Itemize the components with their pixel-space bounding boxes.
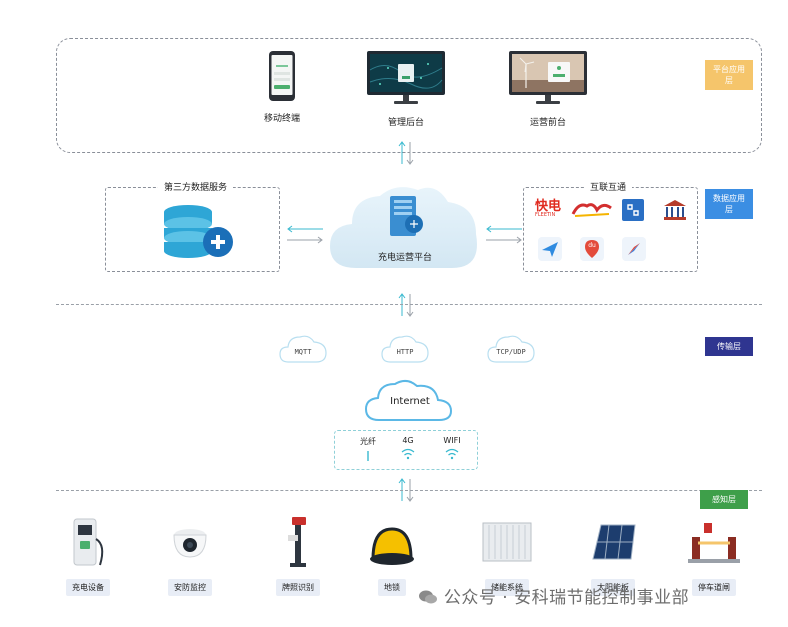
device-label: 管理后台 <box>387 118 424 128</box>
mobile-phone-icon <box>269 51 295 101</box>
third-party-title: 第三方数据服务 <box>158 180 234 193</box>
sensor-label: 安防监控 <box>168 579 212 596</box>
interop-title: 互联互通 <box>584 180 633 193</box>
link-fiber: 光纤 <box>352 436 384 465</box>
sensor-solar: 太阳能板 <box>578 515 648 596</box>
device-operation: 运营前台 <box>498 50 598 128</box>
barrier-gate-icon <box>688 523 740 563</box>
device-management: 管理后台 <box>356 50 456 128</box>
link-label: WIFI <box>443 436 461 445</box>
link-4g: 4G <box>392 436 424 462</box>
up-down-arrows-icon <box>398 293 414 317</box>
sensor-barrier: 停车道闸 <box>672 515 756 596</box>
platform-cloud <box>330 187 477 268</box>
license-plate-gate-icon <box>288 517 306 567</box>
government-building-icon <box>664 200 686 220</box>
platform-app-layer-box <box>56 38 762 153</box>
parking-lock-icon <box>370 527 414 565</box>
device-label: 移动终端 <box>263 114 300 124</box>
sensor-label: 停车道闸 <box>692 579 736 596</box>
sensor-storage: 储能系统 <box>472 515 542 596</box>
sensor-parking-lock: 地锁 <box>362 515 422 596</box>
compass-map-icon <box>622 237 646 261</box>
http-cloud-icon <box>381 335 429 363</box>
wifi-signal-icon <box>445 448 459 460</box>
paper-plane-map-icon <box>538 237 562 261</box>
mqtt-cloud-icon <box>279 335 327 363</box>
sensor-label: 地锁 <box>378 579 406 596</box>
solar-panel-icon <box>592 524 636 560</box>
transport-layer-tag: 传输层 <box>705 337 753 356</box>
link-label: 光纤 <box>360 437 376 446</box>
monitor-windmill-icon <box>509 51 587 104</box>
sensor-label: 充电设备 <box>66 579 110 596</box>
wechat-watermark: 公众号 · 安科瑞节能控制事业部 <box>418 583 689 608</box>
kuaidian-logo: 快电 FLEETIN <box>535 199 562 218</box>
sensor-charging: 充电设备 <box>58 515 118 596</box>
tcp-udp-cloud-icon <box>487 335 535 363</box>
device-label: 运营前台 <box>529 118 566 128</box>
sensor-label: 太阳能板 <box>591 579 635 596</box>
perception-layer-tag: 感知层 <box>700 490 748 509</box>
platform-label: 充电运营平台 <box>377 253 432 263</box>
sensor-label: 储能系统 <box>485 579 529 596</box>
platform-app-layer-tag: 平台应用层 <box>705 60 753 90</box>
server-cloud-icon <box>390 196 423 236</box>
wifi-signal-icon <box>401 448 415 460</box>
energy-container-icon <box>482 522 532 562</box>
security-camera-icon <box>173 529 207 558</box>
left-right-arrows-icon <box>287 225 323 244</box>
sensor-plate: 牌照识别 <box>268 515 328 596</box>
brand-logo-red <box>571 203 612 217</box>
wechat-icon <box>418 589 438 605</box>
protocol-http: HTTP <box>396 348 414 356</box>
blue-square-logo <box>622 199 644 221</box>
link-wifi: WIFI <box>436 436 468 462</box>
fiber-line-icon <box>367 451 369 461</box>
baidu-map-icon: du <box>580 237 604 261</box>
internet-cloud-icon <box>364 380 453 421</box>
sensor-camera: 安防监控 <box>160 515 220 596</box>
database-plus-icon <box>164 205 233 258</box>
protocol-mqtt: MQTT <box>294 348 312 356</box>
network-links-box <box>334 430 478 470</box>
watermark-text: 公众号 · 安科瑞节能控制事业部 <box>443 588 690 608</box>
layer-divider <box>56 490 762 491</box>
protocol-tcp-udp: TCP/UDP <box>496 348 526 356</box>
up-down-arrows-icon <box>398 141 414 165</box>
data-app-layer-tag: 数据应用层 <box>705 189 753 219</box>
left-right-arrows-icon <box>486 225 522 244</box>
layer-divider <box>56 304 762 305</box>
sensor-label: 牌照识别 <box>276 579 320 596</box>
internet-label: Internet <box>390 396 430 407</box>
device-mobile: 移动终端 <box>232 50 332 124</box>
charging-pile-icon <box>73 518 104 566</box>
link-label: 4G <box>402 436 414 445</box>
monitor-map-icon <box>367 51 445 104</box>
